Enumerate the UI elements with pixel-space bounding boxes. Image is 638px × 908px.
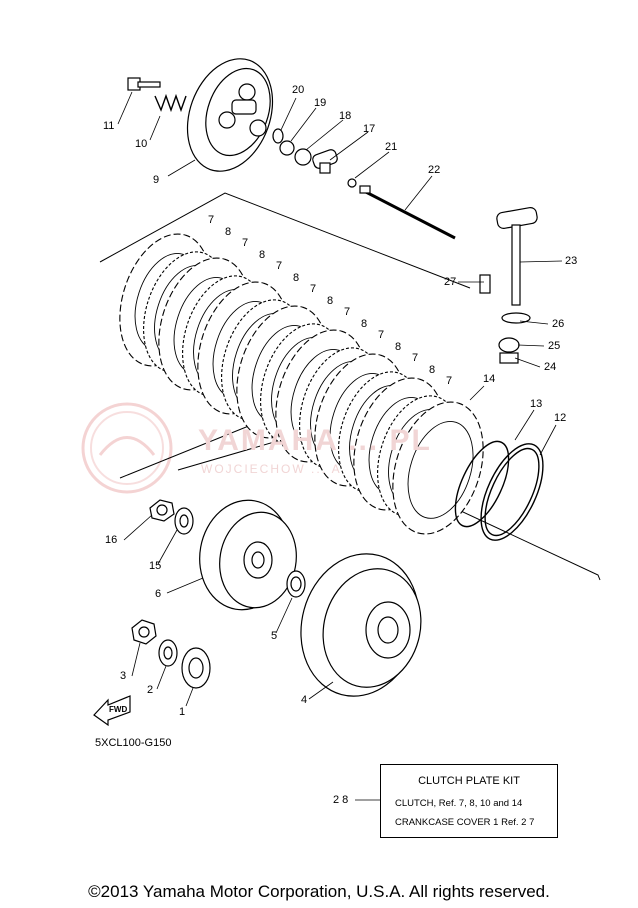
- copyright-notice: ©2013 Yamaha Motor Corporation, U.S.A. A…: [88, 882, 550, 901]
- pressure-plate: [186, 58, 274, 172]
- callout-20: 20: [292, 84, 305, 96]
- callout-22: 22: [428, 164, 441, 176]
- callout-1: 1: [179, 706, 186, 718]
- callout-15: 15: [149, 560, 162, 572]
- callout-4: 4: [301, 694, 308, 706]
- plate-callout: 7: [378, 329, 385, 341]
- watermark-brand: YAMAHA ... PL: [198, 424, 432, 457]
- plate-callout: 8: [259, 248, 266, 261]
- kit-line-crankcase: CRANKCASE COVER 1 Ref. 2 7: [395, 817, 535, 828]
- plate-callout: 8: [293, 271, 300, 284]
- callout-14: 14: [483, 373, 496, 385]
- callout-2: 2: [147, 684, 154, 696]
- plate-callout: 8: [225, 225, 232, 238]
- callout-13: 13: [530, 398, 543, 410]
- clutch-plate-kit-box: CLUTCH PLATE KIT CLUTCH, Ref. 7, 8, 10 a…: [380, 764, 558, 838]
- callout-10: 10: [135, 138, 148, 150]
- clutch-boss-part-6: [199, 499, 297, 611]
- bolt-part-11: [127, 77, 161, 91]
- kit-part-number: 2 8: [333, 794, 349, 806]
- diagram-code: 5XCL100-G150: [95, 737, 172, 749]
- plate-callout: 7: [242, 237, 249, 249]
- pushrod-assembly: [272, 128, 456, 240]
- nut-part-16: [149, 499, 175, 522]
- gear-part-1: [181, 647, 211, 689]
- clutch-housing-part-4: [300, 553, 422, 697]
- watermark-sub: WOJCIECHOW ... A: [201, 462, 342, 476]
- plate-callout: 7: [208, 214, 215, 226]
- plate-callout: 7: [344, 306, 351, 318]
- kit-line-clutch: CLUTCH, Ref. 7, 8, 10 and 14: [395, 798, 523, 809]
- callout-18: 18: [339, 110, 352, 122]
- callout-27: 27: [444, 276, 457, 288]
- friction-plate: [392, 401, 484, 535]
- plate-callout: 8: [361, 317, 368, 330]
- washer-part-2: [158, 639, 178, 667]
- clutch-plate-stack: [119, 233, 484, 535]
- plate-inner-edge: [407, 420, 474, 519]
- callout-24: 24: [544, 361, 557, 373]
- callout-26: 26: [552, 318, 565, 330]
- plate-callout: 8: [327, 294, 334, 307]
- plate-callout: 8: [395, 340, 402, 353]
- fwd-arrow-icon: FWD: [93, 695, 131, 727]
- leader-lines: [117, 91, 563, 801]
- washer-part-15: [174, 507, 194, 535]
- plate-callout: 7: [276, 260, 283, 272]
- spring-part-10: [154, 93, 187, 113]
- callout-3: 3: [120, 670, 127, 682]
- callout-16: 16: [105, 534, 118, 546]
- plate-callout: 8: [429, 363, 436, 376]
- clutch-shaft-assembly: [479, 206, 538, 364]
- watermark-logo: [81, 402, 173, 494]
- callout-11: 11: [103, 120, 115, 132]
- callout-12: 12: [554, 412, 567, 424]
- callout-9: 9: [153, 174, 160, 186]
- fwd-label: FWD: [109, 705, 127, 714]
- callout-17: 17: [363, 123, 376, 135]
- callout-19: 19: [314, 97, 327, 109]
- callout-23: 23: [565, 255, 578, 267]
- plate-callout: 7: [412, 352, 419, 364]
- kit-title: CLUTCH PLATE KIT: [418, 775, 520, 787]
- callout-5: 5: [271, 630, 278, 642]
- rings-parts-12-14: [454, 440, 544, 541]
- nut-part-3: [131, 619, 157, 645]
- callout-6: 6: [155, 588, 162, 600]
- callout-21: 21: [385, 141, 398, 153]
- washer-part-5: [286, 570, 306, 598]
- plate-callout: 7: [310, 283, 317, 295]
- plate-callout: 7: [446, 375, 453, 387]
- callout-25: 25: [548, 340, 561, 352]
